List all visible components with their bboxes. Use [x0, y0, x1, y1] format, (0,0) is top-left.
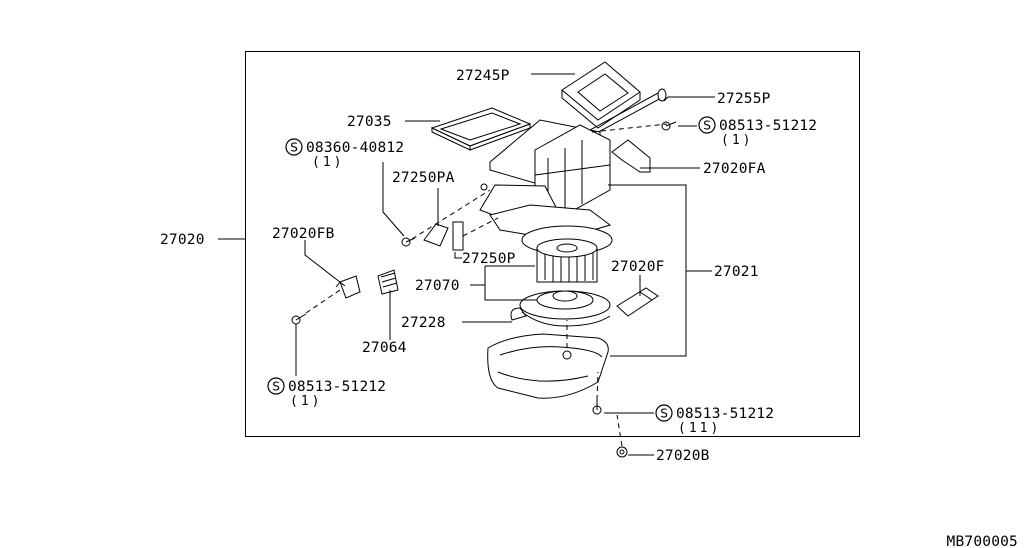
- label-08513-51212-bottom: 08513-51212: [676, 406, 774, 422]
- lower-case-drawing: [487, 333, 609, 399]
- label-27245p: 27245P: [456, 68, 510, 84]
- nut-icon: [616, 446, 628, 458]
- screw-icons: [291, 121, 677, 458]
- diagram-frame: [245, 51, 860, 437]
- label-27250pa: 27250PA: [392, 170, 455, 186]
- svg-text:S: S: [703, 119, 711, 133]
- label-27020fb: 27020FB: [272, 226, 335, 242]
- label-27035: 27035: [347, 114, 392, 130]
- label-08513-51212-top: 08513-51212: [719, 118, 817, 134]
- label-27020b: 27020B: [656, 448, 710, 464]
- label-27070: 27070: [415, 278, 460, 294]
- label-27228: 27228: [401, 315, 446, 331]
- diagram-code: MB700005: [947, 534, 1018, 548]
- label-27020fa: 27020FA: [703, 161, 766, 177]
- filter-drawing: [430, 107, 532, 151]
- label-27021: 27021: [714, 264, 759, 280]
- label-27255p: 27255P: [717, 91, 771, 107]
- screw-icon: [592, 400, 602, 415]
- screw-icon: [291, 313, 307, 325]
- label-08513-51212-left: 08513-51212: [288, 379, 386, 395]
- standard-part-symbol: S: [267, 377, 285, 395]
- intake-housing-drawing: [479, 119, 612, 241]
- standard-part-symbol: S: [698, 116, 716, 134]
- label-27020: 27020: [160, 232, 205, 248]
- label-27020f: 27020F: [611, 259, 665, 275]
- blower-wheel-drawing: [521, 225, 613, 283]
- rod-drawing: [589, 88, 667, 136]
- label-08360-40812: 08360-40812: [306, 140, 404, 156]
- label-27064: 27064: [362, 340, 407, 356]
- clip-27250p-drawing: [452, 221, 464, 251]
- svg-text:S: S: [272, 380, 280, 394]
- cover-drawing: [561, 61, 641, 129]
- motor-base-drawing: [510, 290, 611, 327]
- label-08513-top-qty: (1): [721, 133, 753, 148]
- clip-27250pa-drawing: [423, 223, 449, 247]
- label-08513-bottom-qty: (11): [678, 421, 721, 436]
- resistor-27064-drawing: [377, 269, 399, 295]
- standard-part-symbol: S: [285, 138, 303, 156]
- clip-27020fb-drawing: [335, 275, 361, 299]
- standard-part-symbol: S: [655, 404, 673, 422]
- label-08513-left-qty: (1): [290, 394, 322, 409]
- screw-icon: [401, 237, 416, 247]
- label-27250p: 27250P: [462, 251, 516, 267]
- label-08360-qty: (1): [312, 155, 344, 170]
- svg-text:S: S: [290, 141, 298, 155]
- screw-icon: [661, 121, 677, 131]
- flap-27020fa-drawing: [611, 139, 651, 173]
- svg-text:S: S: [660, 407, 668, 421]
- duct-27020f-drawing: [616, 287, 659, 317]
- screw-icon: [480, 183, 488, 191]
